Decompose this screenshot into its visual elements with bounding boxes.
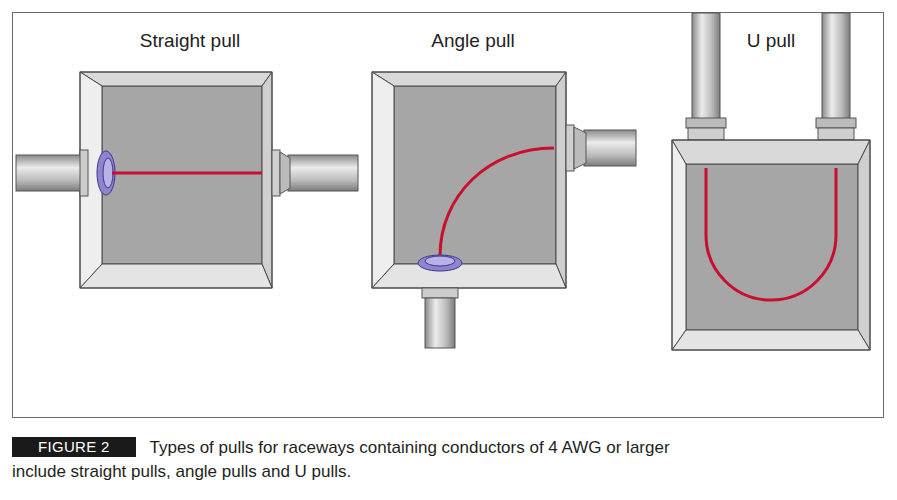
angle-pull-box [372,264,566,288]
locknut [566,125,586,171]
u-pull-box [858,140,870,350]
angle-pull-box [394,86,556,264]
conductor [706,168,836,300]
u-pull-box [686,164,858,330]
angle-pull-box [372,72,566,86]
caption-block: FIGURE 2Types of pulls for raceways cont… [12,436,702,484]
pull-title: Angle pull [431,30,514,52]
pull-title: Straight pull [140,30,240,52]
conduit [288,155,358,191]
conduit [80,150,88,196]
u-pull-box [672,140,870,164]
locknut [686,118,726,128]
bushing [103,158,113,188]
straight-pull-box [102,86,262,264]
title-slot: U pull [747,30,796,52]
u-pull-box [672,140,686,350]
conduit [425,298,455,348]
locknut [566,125,574,171]
pull-title: U pull [747,30,796,52]
u-pull-box [672,140,870,350]
straight-pull-box [80,72,272,288]
locknut [686,118,856,140]
conduit [822,13,850,119]
conductor [440,148,554,256]
straight-pull-box [80,264,272,288]
conduit [692,13,850,119]
locknut [688,128,724,140]
locknut [280,152,290,194]
locknut [272,150,280,196]
straight-pull-box [80,72,272,288]
conduit [16,155,82,191]
conduit [692,13,720,119]
figure-number: FIGURE 2 [12,437,136,457]
conduit [16,150,358,196]
bushing [418,255,462,271]
title-slot: Angle pull [431,30,514,52]
u-pull-box [672,330,870,350]
locknut [816,118,856,128]
conduit [584,130,636,166]
angle-pull-box [372,72,566,288]
title-slot: Straight pull [140,30,240,52]
figure-frame [13,13,884,418]
straight-pull-box [262,72,272,288]
angle-pull-box [372,72,566,288]
conduit [422,130,636,348]
u-pull-box [672,140,870,350]
conductor [112,172,262,175]
bushing [425,256,455,266]
conduit [422,288,458,298]
angle-pull-box [372,72,394,288]
locknut [818,128,854,140]
angle-pull-box [556,72,566,288]
locknut [272,150,290,196]
locknut [574,127,586,169]
bushing [418,255,462,271]
straight-pull-box [80,72,272,86]
